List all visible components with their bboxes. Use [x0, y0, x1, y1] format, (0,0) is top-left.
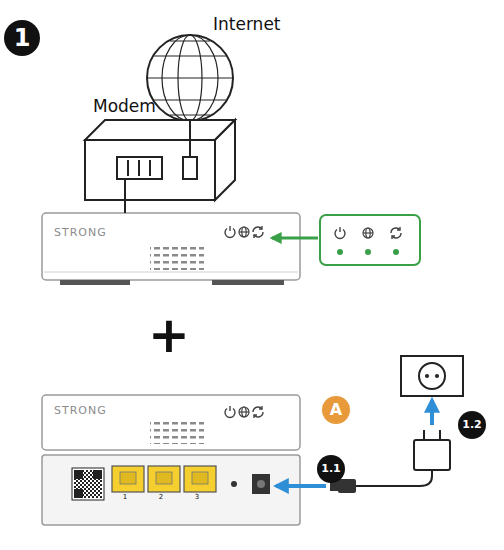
node-label: STRONG	[54, 227, 312, 239]
globe-drawing-part	[154, 55, 226, 56]
callout-number: 1.1	[317, 455, 345, 483]
power-drawing-part	[276, 484, 326, 488]
router-back-drawing-part	[74, 489, 83, 498]
power-drawing-part	[401, 356, 463, 396]
plus-sign: +	[148, 310, 190, 360]
router-back-drawing-part	[231, 481, 237, 487]
router-front: STRONG	[42, 213, 300, 280]
modem-drawing-part	[124, 179, 126, 200]
power-drawing	[276, 356, 463, 493]
power-drawing-part	[435, 374, 439, 378]
router-back-drawing-part	[42, 455, 300, 525]
router-front-drawing-part	[42, 395, 300, 450]
router-front-drawing	[42, 213, 420, 285]
globe-drawing	[147, 35, 233, 121]
modem-drawing-part	[138, 160, 140, 176]
router-front-drawing-part	[391, 227, 401, 239]
cable-line	[124, 200, 126, 213]
port-number: 2	[159, 494, 163, 501]
router-back-drawing-part	[257, 480, 265, 488]
router-front-drawing-part	[363, 228, 373, 238]
globe-drawing-part	[147, 35, 233, 121]
node-label: Internet	[213, 15, 299, 34]
router-front-drawing-part	[225, 226, 235, 238]
globe-drawing-part	[154, 99, 226, 100]
router-front-drawing-part	[253, 226, 263, 238]
circle-label: 1	[14, 25, 31, 51]
router-back-drawing-part	[74, 470, 102, 498]
port-number: 1	[123, 494, 127, 501]
router-front-drawing-part	[272, 237, 318, 240]
router-front-drawing-part	[42, 213, 300, 280]
router-back-drawing-part	[93, 470, 102, 479]
power-drawing-part	[423, 430, 425, 440]
router-front-drawing-part	[150, 420, 204, 444]
router-front: STRONG	[42, 395, 300, 450]
router-back-drawing-part	[112, 466, 144, 492]
port-number: 3	[195, 494, 199, 501]
router-back-drawing-part	[74, 470, 83, 479]
router-back-drawing-part	[252, 474, 270, 494]
device-letter: A	[322, 396, 350, 424]
router-front-drawing-part	[337, 249, 343, 255]
modem-drawing-part	[85, 140, 215, 200]
router-front-drawing	[42, 395, 300, 450]
step-number: 1	[4, 20, 40, 56]
modem-drawing	[85, 120, 235, 200]
modem-drawing-part	[85, 120, 235, 140]
circle-label: A	[330, 401, 342, 419]
router-front-drawing-part	[44, 272, 298, 273]
globe-drawing-part	[170, 115, 210, 116]
power-drawing-part	[414, 440, 450, 470]
power-drawing-part	[419, 363, 445, 389]
router-front-drawing-part	[239, 407, 249, 417]
router-front-drawing-part	[60, 280, 130, 285]
node-label: Modem	[93, 97, 223, 116]
router-front-drawing-part	[365, 249, 371, 255]
router-front-drawing-part	[150, 244, 204, 270]
router-front-drawing-part	[225, 406, 235, 418]
router-back-drawing-part	[192, 472, 208, 484]
modem-drawing-part	[149, 160, 151, 176]
globe-drawing-part	[170, 41, 210, 42]
router-front-drawing-part	[253, 406, 263, 418]
router-back-drawing-part	[148, 466, 180, 492]
circle-label: 1.1	[321, 463, 341, 475]
router-back-drawing-part	[72, 468, 104, 500]
router-back-drawing	[42, 455, 300, 525]
internet-globe: Internet	[147, 35, 233, 121]
router-front-drawing-part	[212, 280, 284, 285]
callout-number: 1.2	[458, 411, 486, 439]
router-front-drawing-part	[239, 227, 249, 237]
router-front-drawing-part	[320, 215, 420, 265]
power-drawing-part	[356, 470, 432, 486]
router-front-drawing-part	[393, 249, 399, 255]
modem-drawing-part	[215, 120, 235, 200]
node-label: STRONG	[54, 405, 312, 417]
globe-drawing-part	[147, 77, 233, 78]
circle-label: 1.2	[462, 419, 482, 431]
modem-drawing-part	[189, 140, 191, 157]
modem-drawing-part	[183, 157, 197, 179]
cable-line	[189, 121, 191, 140]
router-back-drawing-part	[120, 472, 136, 484]
router-back-drawing-part	[156, 472, 172, 484]
modem-drawing-part	[117, 157, 162, 179]
modem-drawing-part	[127, 160, 129, 176]
power-drawing-part	[338, 479, 356, 493]
modem-box: Modem	[85, 140, 215, 200]
power-drawing-part	[430, 400, 434, 425]
router-front-drawing-part	[335, 227, 345, 239]
power-drawing-part	[439, 430, 441, 440]
router-back-drawing-part	[184, 466, 216, 492]
power-drawing-part	[425, 374, 429, 378]
